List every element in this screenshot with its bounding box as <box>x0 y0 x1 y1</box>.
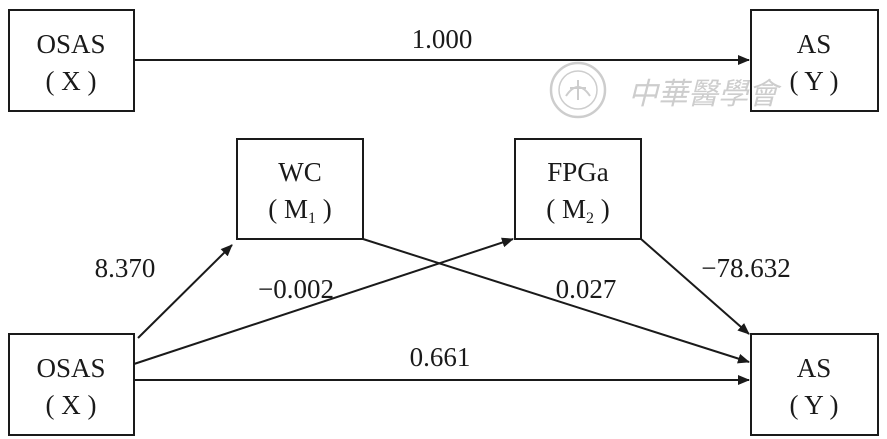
edge-wc-to-as-label: 0.027 <box>556 274 617 304</box>
watermark-logo: 中華醫學會 <box>549 61 782 119</box>
node-wc-box <box>236 138 364 240</box>
top-node-as-box <box>750 9 879 112</box>
top-node-osas-label: OSAS <box>36 29 105 59</box>
edge-x-to-wc <box>137 244 233 339</box>
edge-fpga-to-as <box>640 238 750 335</box>
edge-wc-to-as <box>362 238 750 364</box>
node-fpga-label: FPGa <box>547 157 609 187</box>
top-node-as-label: AS <box>797 29 832 59</box>
top-node-osas-sublabel: ( X ) <box>46 66 97 96</box>
node-wc-label: WC <box>278 157 322 187</box>
top-node-as-sublabel: ( Y ) <box>790 66 839 96</box>
bottom-node-as-box <box>750 333 879 436</box>
bottom-node-as-label: AS <box>797 353 832 383</box>
bottom-node-osas-sublabel: ( X ) <box>46 390 97 420</box>
bottom-panel: OSAS ( X ) WC ( M1 ) FPGa ( M2 ) AS ( Y … <box>8 138 879 436</box>
bottom-node-osas-box <box>8 333 135 436</box>
bottom-node-osas-label: OSAS <box>36 353 105 383</box>
edge-fpga-to-as-label: −78.632 <box>701 253 790 283</box>
bottom-node-as-sublabel: ( Y ) <box>790 390 839 420</box>
node-wc-sublabel: ( M1 ) <box>268 194 332 227</box>
edge-x-to-fpga <box>133 237 514 365</box>
edge-x-to-wc-label: 8.370 <box>95 253 156 283</box>
top-edge-x-to-y-label: 1.000 <box>412 24 473 54</box>
edge-x-to-fpga-label: −0.002 <box>258 274 334 304</box>
edge-x-to-as-label: 0.661 <box>410 342 471 372</box>
top-panel: OSAS ( X ) AS ( Y ) 1.000 <box>8 9 879 112</box>
node-fpga-sublabel: ( M2 ) <box>546 194 610 227</box>
node-fpga-box <box>514 138 642 240</box>
watermark-text: 中華醫學會 <box>628 77 782 112</box>
